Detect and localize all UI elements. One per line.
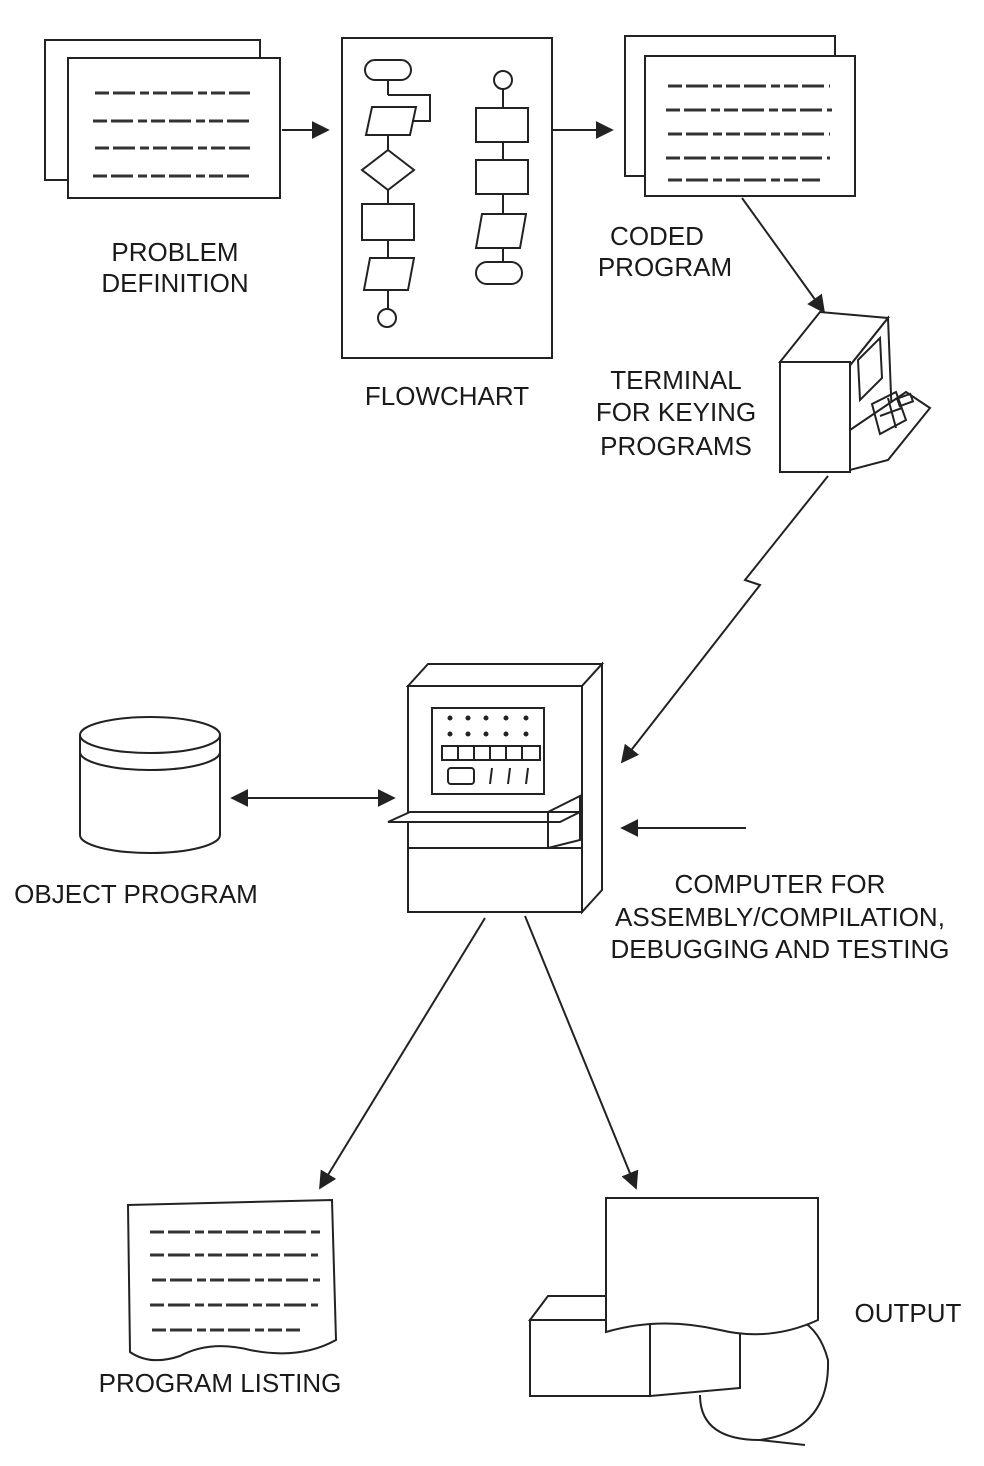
label-terminal-1: TERMINAL <box>610 365 741 395</box>
label-object-program: OBJECT PROGRAM <box>14 879 258 909</box>
label-computer-3: DEBUGGING AND TESTING <box>610 934 949 964</box>
problem-definition-documents-icon <box>44 39 281 199</box>
arrow-coded-to-terminal <box>741 197 826 314</box>
label-output: OUTPUT <box>855 1298 962 1328</box>
label-terminal-2: FOR KEYING <box>596 397 756 427</box>
disk-storage-icon <box>79 716 221 854</box>
flowchart-sheet-icon <box>341 37 553 359</box>
arrow-to-output <box>524 915 639 1190</box>
arrow-to-program-listing <box>319 917 486 1190</box>
label-coded-program-2: PROGRAM <box>598 252 732 282</box>
label-coded-program-1: CODED <box>610 221 704 251</box>
label-flowchart: FLOWCHART <box>365 381 529 411</box>
computer-icon <box>387 661 605 915</box>
output-printer-icon <box>528 1197 830 1446</box>
connectors <box>230 121 829 1190</box>
program-listing-icon <box>126 1198 338 1362</box>
label-computer-1: COMPUTER FOR <box>675 869 886 899</box>
terminal-icon <box>778 310 932 473</box>
coded-program-documents-icon <box>624 35 856 197</box>
lightning-link <box>620 475 829 764</box>
label-program-listing: PROGRAM LISTING <box>99 1368 342 1398</box>
label-problem-definition-1: PROBLEM <box>111 237 238 267</box>
label-problem-definition-2: DEFINITION <box>101 268 248 298</box>
label-terminal-3: PROGRAMS <box>600 431 752 461</box>
label-computer-2: ASSEMBLY/COMPILATION, <box>615 902 945 932</box>
